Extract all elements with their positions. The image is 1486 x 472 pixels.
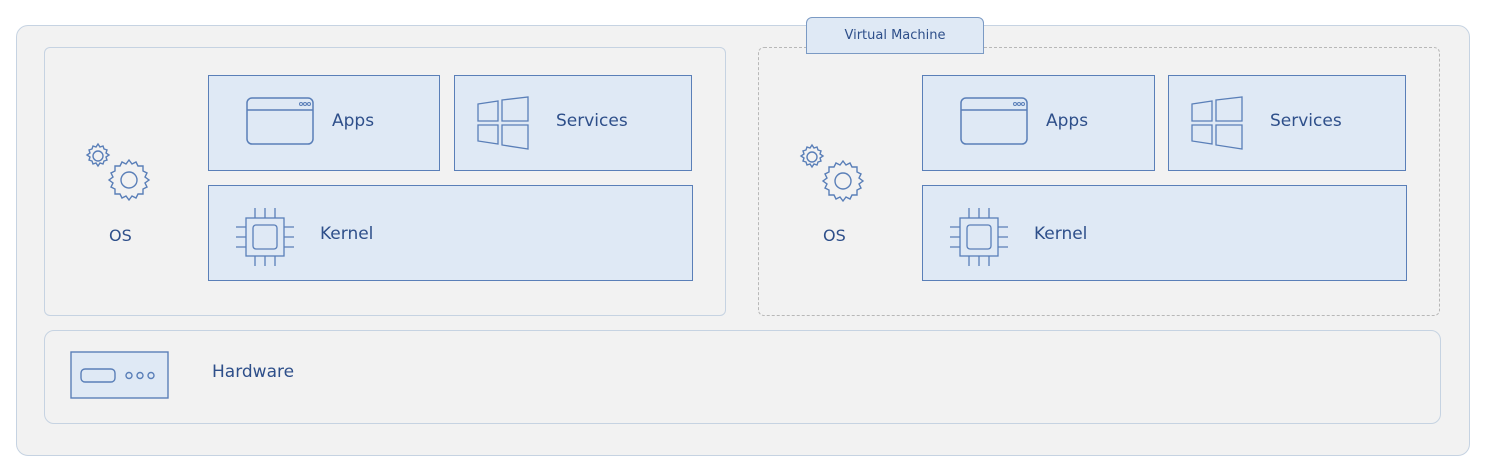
host-kernel-box bbox=[208, 185, 693, 281]
host-apps-box bbox=[208, 75, 440, 171]
app-window-icon bbox=[960, 97, 1028, 145]
host-apps-label: Apps bbox=[332, 111, 375, 131]
windows-logo-icon bbox=[477, 96, 529, 150]
guest-kernel-box bbox=[922, 185, 1407, 281]
host-services-box bbox=[454, 75, 692, 171]
gears-icon bbox=[799, 143, 865, 203]
vm-os-panel bbox=[758, 47, 1440, 316]
host-os-label: OS bbox=[109, 226, 132, 245]
guest-kernel-label: Kernel bbox=[1034, 224, 1088, 244]
chip-icon bbox=[950, 208, 1008, 266]
guest-apps-label: Apps bbox=[1046, 111, 1089, 131]
guest-services-box bbox=[1168, 75, 1406, 171]
windows-logo-icon bbox=[1191, 96, 1243, 150]
gears-icon bbox=[85, 142, 151, 202]
app-window-icon bbox=[246, 97, 314, 145]
hardware-panel bbox=[44, 330, 1441, 424]
host-services-label: Services bbox=[556, 111, 628, 131]
chip-icon bbox=[236, 208, 294, 266]
guest-apps-box bbox=[922, 75, 1155, 171]
hardware-label: Hardware bbox=[212, 362, 295, 382]
host-kernel-label: Kernel bbox=[320, 224, 374, 244]
guest-services-label: Services bbox=[1270, 111, 1342, 131]
guest-os-label: OS bbox=[823, 226, 846, 245]
vm-tag: Virtual Machine bbox=[806, 17, 984, 54]
vm-tag-label: Virtual Machine bbox=[844, 28, 946, 43]
hardware-device-icon bbox=[70, 351, 169, 399]
